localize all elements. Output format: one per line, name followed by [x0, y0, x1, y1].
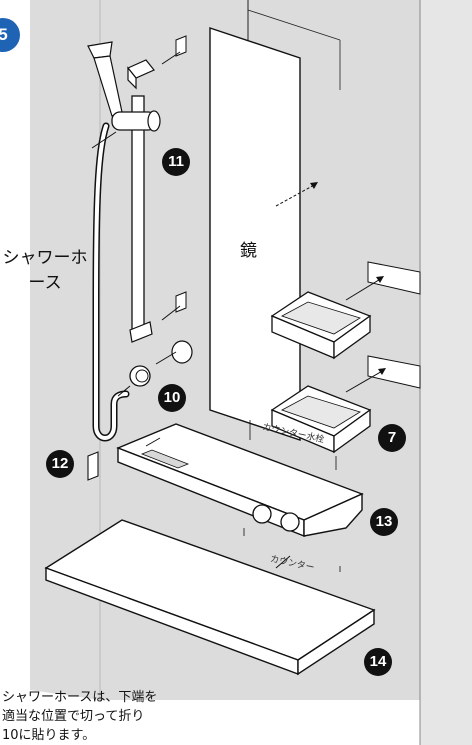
- step-number-badge: 5: [0, 18, 20, 52]
- right-wall: [420, 0, 472, 745]
- upper-shelf: [270, 291, 372, 360]
- counter-board: [44, 519, 376, 676]
- callout-13: 13: [370, 508, 398, 536]
- note-line-3: 10に貼ります。: [2, 728, 96, 743]
- mirror-label: 鏡: [240, 241, 257, 261]
- shower-hose-label: シャワーホース: [2, 248, 88, 293]
- callout-14: 14: [364, 648, 392, 676]
- lower-shelf: [270, 385, 372, 454]
- callout-11: 11: [162, 148, 190, 176]
- installation-note: シャワーホースは、下端を 適当な位置で切って折り 10に貼ります。: [2, 688, 242, 745]
- left-wall: [30, 0, 100, 700]
- faucet-counter: [116, 423, 364, 538]
- callout-12: 12: [46, 450, 74, 478]
- callout-10: 10: [158, 384, 186, 412]
- note-line-2: 適当な位置で切って折り: [2, 709, 145, 724]
- mirror: [209, 27, 301, 441]
- slide-bar: [127, 59, 155, 343]
- shower-head: [87, 41, 161, 132]
- note-line-1: シャワーホースは、下端を: [2, 690, 158, 705]
- callout-7: 7: [378, 424, 406, 452]
